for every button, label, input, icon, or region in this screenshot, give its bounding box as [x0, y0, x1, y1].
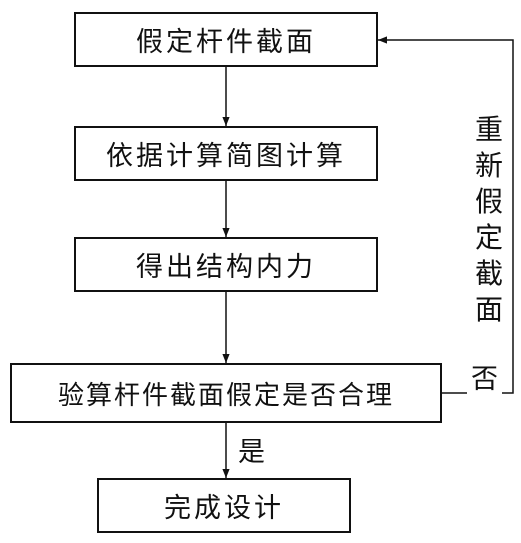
loop-label: 重 新 假 定 截 面 — [472, 112, 506, 328]
step-forces-label: 得出结构内力 — [136, 252, 316, 283]
step-check-section: 验算杆件截面假定是否合理 — [10, 363, 442, 423]
step-compute: 依据计算简图计算 — [74, 126, 378, 181]
loop-label-char: 新 — [474, 149, 503, 182]
step-finish-label: 完成设计 — [164, 493, 284, 524]
step-compute-label: 依据计算简图计算 — [106, 141, 346, 172]
step-finish-design: 完成设计 — [97, 478, 351, 533]
step-assume-section: 假定杆件截面 — [74, 12, 378, 67]
loop-label-char: 面 — [474, 293, 503, 326]
loop-label-char: 截 — [474, 257, 503, 290]
loop-label-char: 假 — [474, 185, 503, 218]
loop-label-char: 定 — [474, 221, 503, 254]
loop-label-char: 重 — [474, 113, 503, 146]
branch-no-label: 否 — [467, 357, 502, 396]
step-internal-forces: 得出结构内力 — [74, 237, 378, 292]
branch-yes-label: 是 — [238, 430, 265, 469]
step-check-label: 验算杆件截面假定是否合理 — [57, 380, 394, 411]
step-assume-label: 假定杆件截面 — [136, 27, 316, 58]
